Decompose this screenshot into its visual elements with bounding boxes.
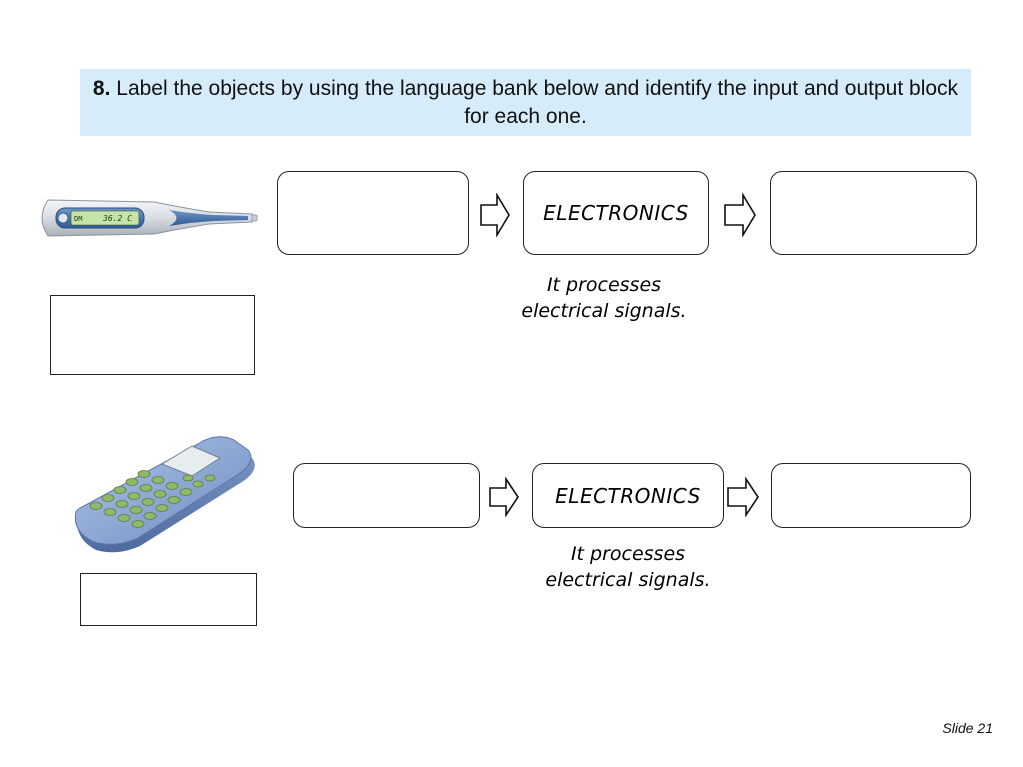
object-label-box-2[interactable] bbox=[80, 573, 257, 626]
question-number: 8. bbox=[92, 77, 111, 100]
caption-line: It processes bbox=[546, 274, 662, 296]
calculator-icon bbox=[74, 436, 255, 553]
arrow-right-icon bbox=[724, 193, 756, 237]
caption-line: electrical signals. bbox=[521, 300, 687, 322]
output-box-1[interactable] bbox=[770, 171, 977, 255]
input-box-2[interactable] bbox=[293, 463, 480, 528]
thermometer-icon: DM 36.2 C bbox=[41, 199, 258, 237]
process-label-1: ELECTRONICS bbox=[543, 201, 689, 225]
object-label-box-1[interactable] bbox=[50, 295, 255, 375]
instruction-banner: 8. Label the objects by using the langua… bbox=[80, 69, 971, 136]
process-caption-1: It processes electrical signals. bbox=[494, 272, 714, 324]
thermometer-mode-text: DM bbox=[74, 215, 82, 223]
caption-line: It processes bbox=[570, 543, 686, 565]
slide-number: Slide 21 bbox=[942, 720, 993, 736]
output-box-2[interactable] bbox=[771, 463, 971, 528]
arrow-right-icon bbox=[489, 477, 519, 517]
instruction-text: Label the objects by using the language … bbox=[110, 77, 959, 128]
arrow-right-icon bbox=[480, 193, 510, 237]
arrow-right-icon bbox=[727, 477, 759, 517]
input-box-1[interactable] bbox=[277, 171, 469, 255]
process-box-1: ELECTRONICS bbox=[523, 171, 709, 255]
process-label-2: ELECTRONICS bbox=[555, 483, 701, 508]
process-box-2: ELECTRONICS bbox=[532, 463, 724, 528]
process-caption-2: It processes electrical signals. bbox=[518, 541, 738, 593]
caption-line: electrical signals. bbox=[545, 569, 711, 591]
thermometer-display-text: 36.2 C bbox=[102, 214, 132, 223]
